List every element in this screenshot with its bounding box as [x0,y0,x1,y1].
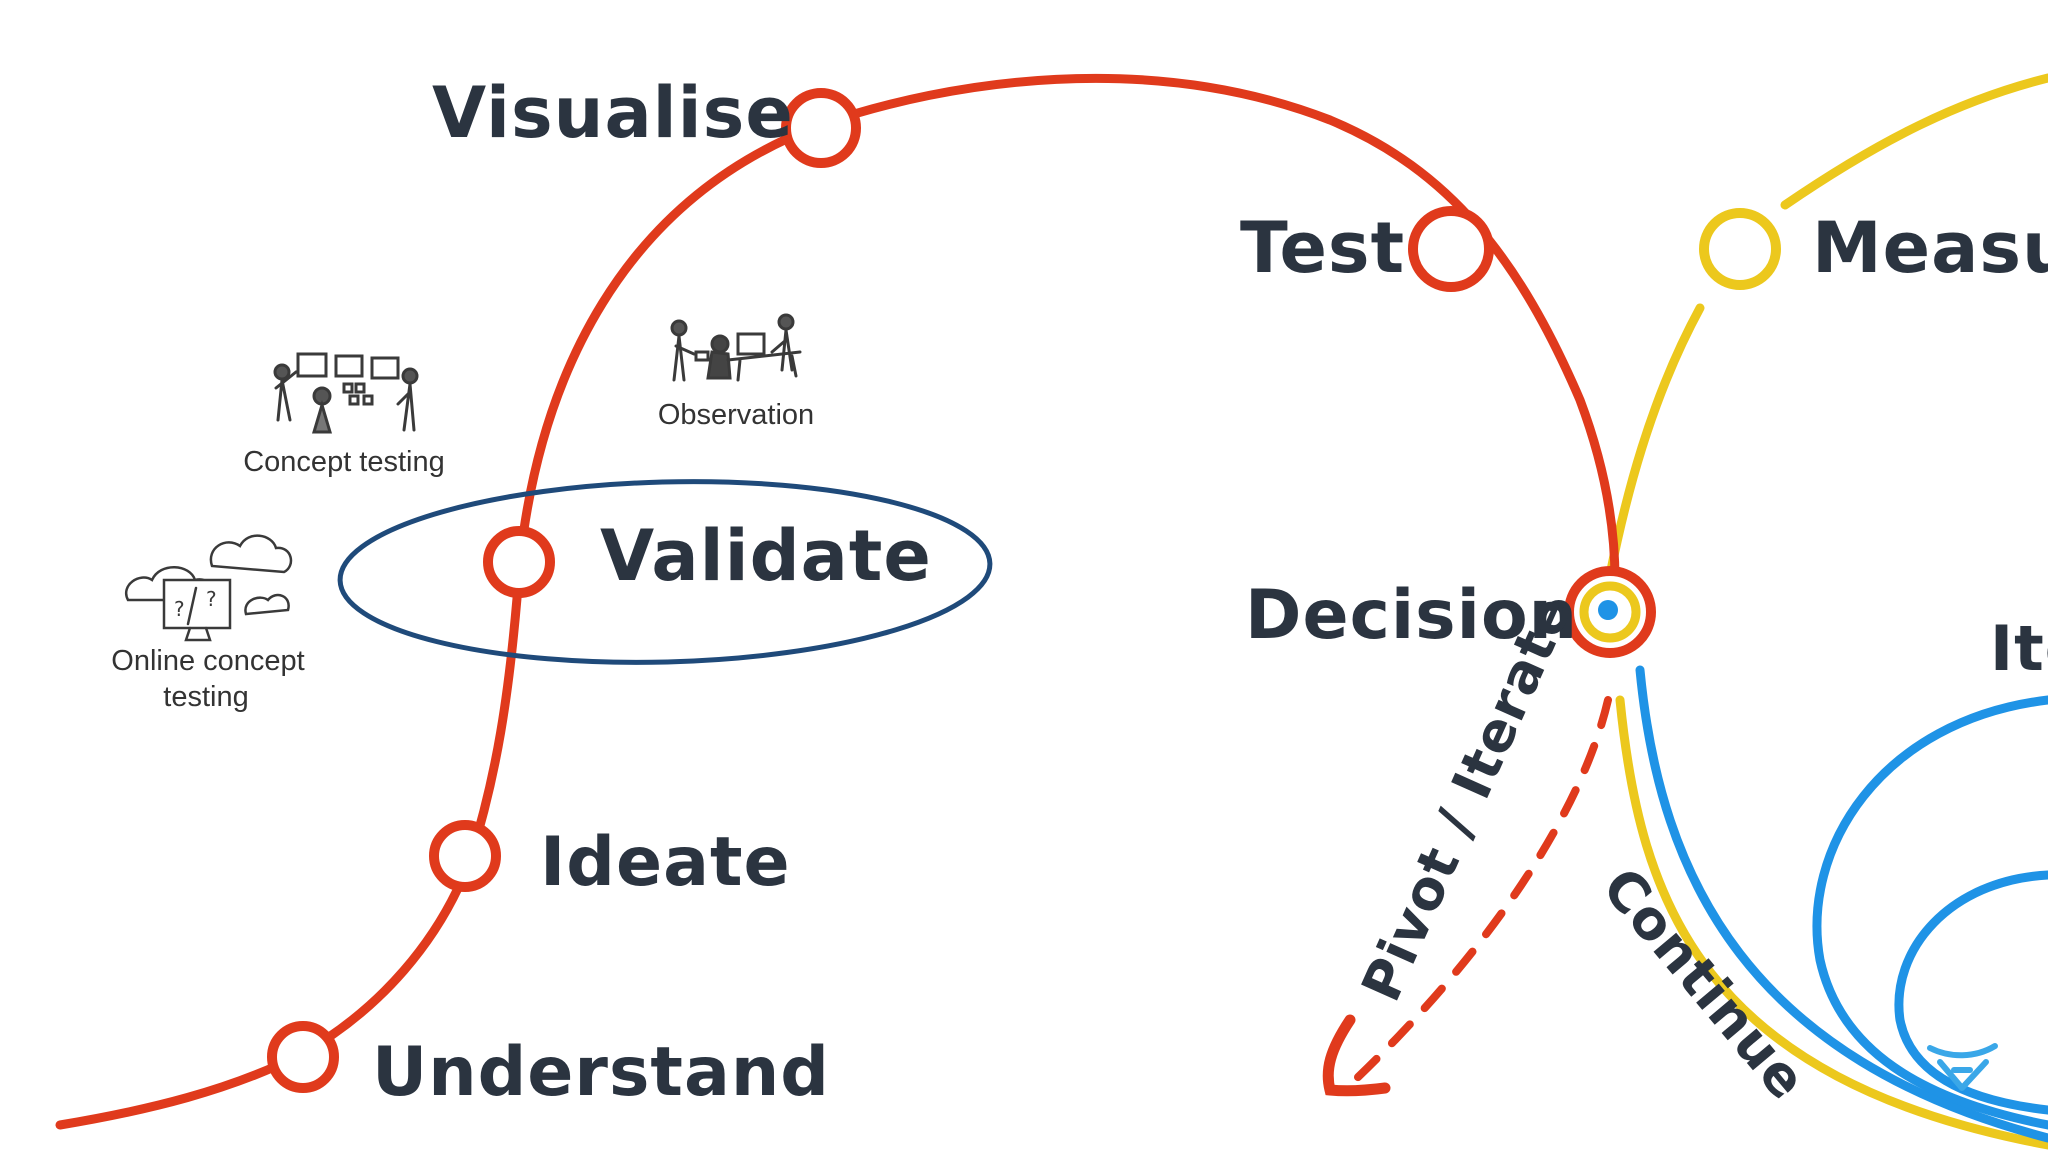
pivot-arrow-head [1322,1014,1391,1097]
iterate-loop-inner [1894,870,2048,1115]
iterate-loop-outer [1812,695,2048,1130]
node-test [1408,206,1494,292]
caption-concept-testing: Concept testing [243,446,445,478]
label-measure: Measur [1812,207,2048,289]
node-ideate [429,820,501,892]
svg-text:?: ? [206,587,217,611]
label-understand: Understand [372,1033,830,1112]
decision-center-dot [1598,600,1618,620]
main-path-curve [55,73,1620,1130]
node-measure [1699,208,1781,290]
measure-path-bottom [1615,695,2048,1150]
pivot-arrow-line [1351,696,1612,1084]
stage-labels: Visualise Test Measur Validate Decision … [372,72,2048,1112]
node-decision [1564,566,1656,658]
people-presenting-icon [273,352,419,434]
measure-path-top [1780,73,2048,210]
svg-text:?: ? [174,597,185,621]
caption-online-line1: Online concept [111,645,304,677]
main-path [55,73,1620,1130]
iterate-loops [1635,665,2048,1143]
computer-clouds-icon: ? ? [124,534,293,642]
pivot-arrow [1322,696,1612,1097]
iterate-path-main [1635,665,2048,1143]
caption-online-line2: testing [163,681,248,713]
validate-highlight-ellipse [337,479,993,665]
brand-logo-icon [1927,1043,1998,1091]
node-validate [483,526,555,598]
label-validate: Validate [600,515,932,597]
measure-path-left [1605,303,1705,580]
label-test: Test [1240,207,1405,289]
label-decision: Decision [1245,576,1578,655]
label-iterate: Ite [1990,612,2048,685]
caption-observation: Observation [658,399,814,431]
label-ideate: Ideate [540,823,791,902]
node-visualise [781,88,861,168]
node-understand [267,1021,339,1093]
label-visualise: Visualise [432,72,794,154]
observation-desk-icon [670,313,802,382]
stage-nodes [267,88,1781,1093]
